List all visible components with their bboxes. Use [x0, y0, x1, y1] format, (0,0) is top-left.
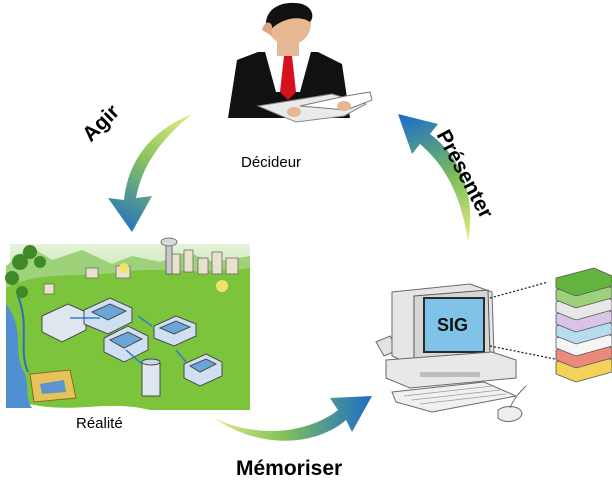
sig-label: SIG [437, 315, 469, 335]
map-layers-stack [555, 267, 612, 383]
agir-arrow [108, 114, 192, 232]
realite-label: Réalité [76, 415, 123, 432]
memoriser-label: Mémoriser [236, 457, 343, 480]
realite-illustration [5, 237, 250, 410]
memoriser-arrow [214, 396, 372, 441]
decideur-label: Décideur [241, 154, 302, 171]
sig-computer [375, 281, 561, 422]
presenter-arrow [398, 114, 471, 242]
decideur-illustration [228, 2, 373, 123]
